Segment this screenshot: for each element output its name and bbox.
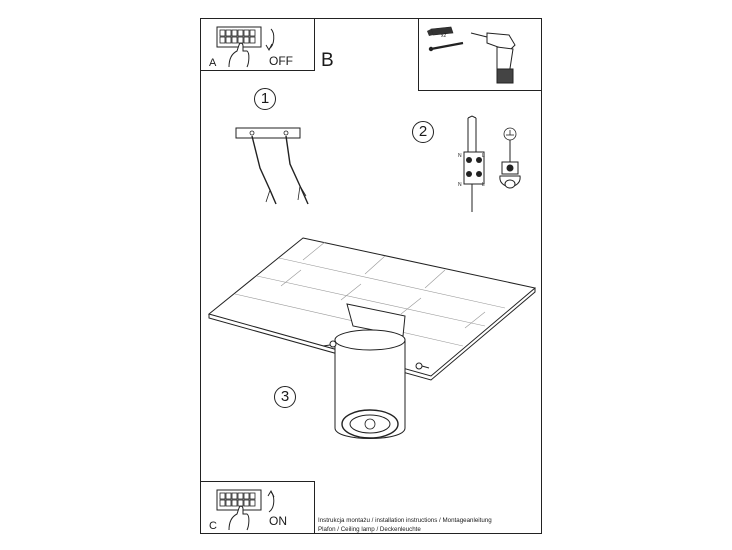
ceiling-bracket-wires-icon xyxy=(235,127,309,205)
footer-caption: Instrukcja montażu / installation instru… xyxy=(318,516,492,534)
hand-switch-on-icon xyxy=(216,489,275,531)
wire-label-l-top: L xyxy=(482,153,485,159)
panel-b-tools: x2 xyxy=(418,18,542,91)
wire-label-n-bottom: N xyxy=(458,182,462,188)
drill-icon xyxy=(470,32,516,84)
step-3-circle: 3 xyxy=(274,386,296,408)
wire-label-n-top: N xyxy=(458,153,462,159)
panel-b-letter: B xyxy=(321,50,334,71)
ground-terminal-icon xyxy=(499,127,521,189)
footer-line-2: Plafon / Ceiling lamp / Deckenleuchte xyxy=(318,526,421,533)
panel-c-switch-on: C ON xyxy=(200,481,315,534)
footer-line-1: Instrukcja montażu / installation instru… xyxy=(318,517,492,524)
ceiling-lamp-installation-illustration xyxy=(207,237,537,439)
panel-c-state: ON xyxy=(269,514,287,528)
terminal-block-icon xyxy=(463,115,485,212)
instruction-sheet xyxy=(200,18,542,534)
panel-c-letter: C xyxy=(209,520,217,532)
panel-a-switch-off: A OFF xyxy=(200,18,315,71)
wall-plug-screw-icon xyxy=(427,26,464,52)
panel-b-count: x2 xyxy=(441,33,447,39)
wire-label-l-bottom: L xyxy=(482,182,485,188)
step-2-circle: 2 xyxy=(412,121,434,143)
step-1-circle: 1 xyxy=(254,88,276,110)
panel-a-state: OFF xyxy=(269,54,293,68)
panel-a-letter: A xyxy=(209,57,217,69)
hand-switch-off-icon xyxy=(216,26,275,68)
